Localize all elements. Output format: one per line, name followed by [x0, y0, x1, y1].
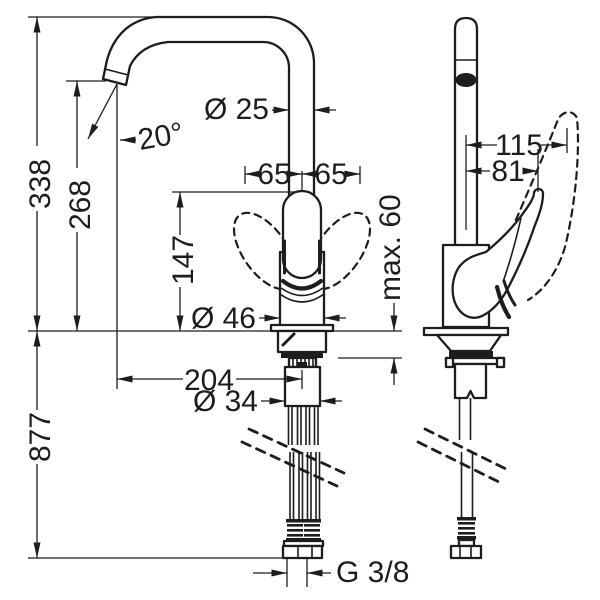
- seal-band: [281, 352, 323, 358]
- seal-band-side: [449, 351, 493, 358]
- locknut-nub: [297, 362, 307, 369]
- handle-skirt-arc: [280, 287, 324, 297]
- break-line: [416, 440, 505, 486]
- front-view: [101, 15, 372, 560]
- break-line: [240, 440, 339, 488]
- label-overall-height: 338: [24, 159, 57, 209]
- hose-upper-side: [458, 398, 472, 440]
- label-spout-reach: 204: [184, 364, 234, 397]
- label-handle-reach: 81: [491, 155, 524, 188]
- escutcheon-tick: [281, 332, 296, 347]
- label-handle-height: 147: [167, 235, 200, 285]
- label-spout-angle: 20°: [135, 117, 185, 157]
- hose-lower: [289, 452, 321, 519]
- label-handle-reach-raised: 115: [495, 129, 543, 162]
- flange-tab: [495, 356, 506, 369]
- handle-skirt-arc-dark: [280, 278, 324, 291]
- shank-side: [453, 362, 488, 400]
- label-hose-length: 877: [24, 412, 57, 462]
- handle-front: [281, 189, 323, 280]
- label-spout-height: 268: [64, 180, 97, 230]
- handle-skirt-arc: [279, 293, 325, 303]
- hose-connector-side: [449, 517, 483, 560]
- hose-upper: [287, 406, 319, 445]
- hose-connectors-front: [281, 519, 325, 560]
- spout-angle-leader: [87, 83, 118, 140]
- label-max-counter-thickness: max. 60: [374, 194, 407, 301]
- spout-aerator-band: [104, 68, 129, 76]
- spout-outline: [101, 15, 316, 207]
- handle-heel-shadow: [494, 284, 512, 320]
- connector-nut-side: [449, 544, 483, 560]
- label-spout-diameter: Ø 25: [204, 93, 269, 126]
- label-connection-thread: G 3/8: [336, 556, 409, 589]
- break-line: [423, 427, 512, 473]
- dimension-layer: 338 268 877 147 20° Ø 25 65 65 Ø 46: [24, 16, 568, 589]
- break-line: [247, 427, 346, 475]
- flange-tab: [444, 356, 455, 369]
- side-view: [416, 16, 580, 560]
- side-undercounter: [416, 326, 512, 560]
- handle-side-detail: [502, 217, 522, 283]
- handle-heel-shadow: [502, 279, 517, 307]
- label-body-diameter: Ø 46: [191, 302, 256, 335]
- label-shank-diameter: Ø 34: [193, 385, 258, 418]
- connector-nut: [281, 544, 324, 560]
- spout-outlet: [455, 73, 477, 87]
- label-swivel-left: 65: [257, 158, 290, 191]
- label-swivel-right: 65: [314, 158, 347, 191]
